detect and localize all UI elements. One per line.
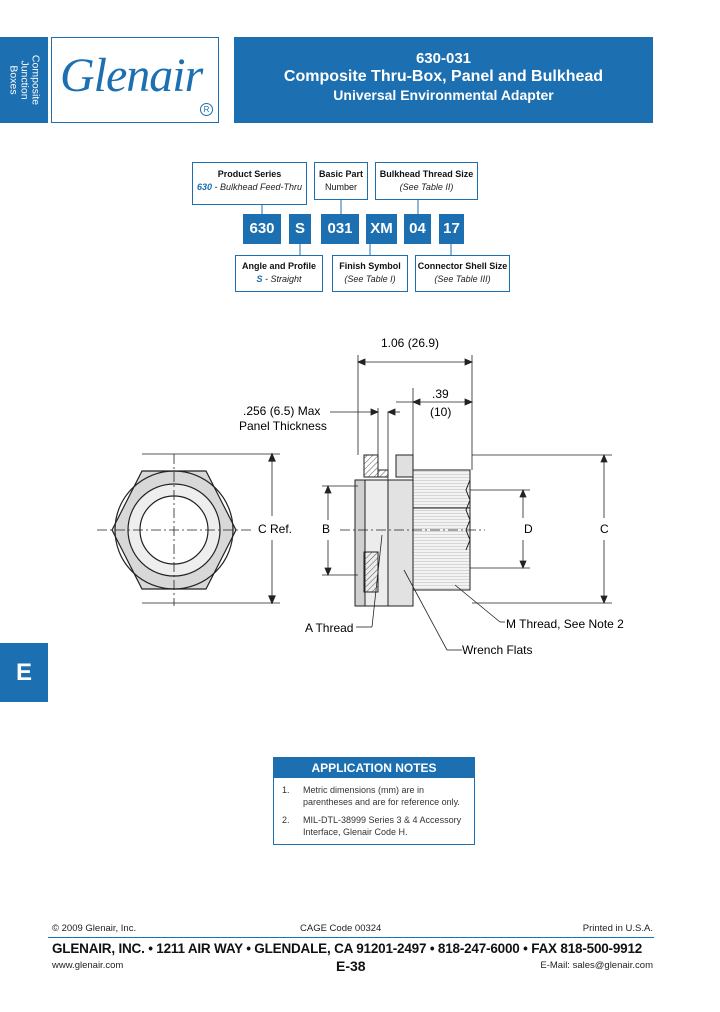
a-thread-label: A Thread [305, 621, 353, 635]
product-subtitle: Universal Environmental Adapter [333, 87, 554, 103]
code-shell-size: 17 [439, 214, 464, 244]
panel-thickness-label: .256 (6.5) Max [243, 404, 320, 418]
panel-thickness-label-2: Panel Thickness [239, 419, 327, 433]
email-link[interactable]: E-Mail: sales@glenair.com [540, 960, 653, 971]
glenair-logo: Glenair R [51, 37, 219, 123]
note-1-line2: parentheses and are for reference only. [303, 797, 460, 807]
website-link[interactable]: www.glenair.com [52, 960, 124, 971]
notes-title: APPLICATION NOTES [274, 758, 474, 778]
part-number-connectors [261, 200, 452, 255]
m-thread-label: M Thread, See Note 2 [506, 617, 624, 631]
basic-part-box: Basic Part Number [314, 162, 368, 200]
code-product-series: 630 [243, 214, 281, 244]
code-finish: XM [366, 214, 397, 244]
note-1-number: 1. [282, 785, 290, 795]
technical-drawing: C Ref. [97, 336, 624, 657]
code-angle-profile: S [289, 214, 311, 244]
b-label: B [322, 522, 330, 536]
overall-length-label: 1.06 (26.9) [381, 336, 439, 350]
cage-code: CAGE Code 00324 [300, 923, 382, 934]
copyright: © 2009 Glenair, Inc. [52, 923, 137, 934]
page-header: 630-031 Composite Thru-Box, Panel and Bu… [234, 37, 653, 123]
angle-profile-box: Angle and Profile S - Straight [235, 255, 323, 292]
d-label: D [524, 522, 533, 536]
note-2-line2: Interface, Glenair Code H. [303, 827, 408, 837]
shell-size-box: Connector Shell Size (See Table III) [415, 255, 510, 292]
footer-divider [48, 937, 654, 938]
product-title: Composite Thru-Box, Panel and Bulkhead [283, 68, 604, 85]
note-1-line1: Metric dimensions (mm) are in [303, 785, 425, 795]
end-view [97, 452, 280, 606]
code-basic-part: 031 [321, 214, 359, 244]
finish-symbol-box: Finish Symbol (See Table I) [332, 255, 408, 292]
c-label: C [600, 522, 609, 536]
section-letter-tab: E [0, 643, 48, 702]
dim-39-label: .39 [432, 387, 449, 401]
code-thread-size: 04 [404, 214, 431, 244]
dim-10-label: (10) [430, 405, 451, 419]
product-series-box: Product Series 630 - Bulkhead Feed-Thru [192, 162, 307, 205]
company-address: GLENAIR, INC. • 1211 AIR WAY • GLENDALE,… [52, 941, 643, 956]
wrench-flats-label: Wrench Flats [462, 643, 532, 657]
side-view [340, 454, 485, 607]
page-number: E-38 [336, 958, 366, 974]
registered-mark: R [200, 103, 213, 116]
note-2-line1: MIL-DTL-38999 Series 3 & 4 Accessory [303, 815, 462, 825]
printed-in: Printed in U.S.A. [582, 923, 653, 934]
note-2-number: 2. [282, 815, 290, 825]
application-notes: APPLICATION NOTES 1. Metric dimensions (… [273, 757, 475, 845]
c-ref-label: C Ref. [258, 522, 292, 536]
section-side-tab: Composite Junction Boxes [0, 37, 48, 123]
bulkhead-thread-box: Bulkhead Thread Size (See Table II) [375, 162, 478, 200]
part-number-title: 630-031 [415, 50, 472, 67]
